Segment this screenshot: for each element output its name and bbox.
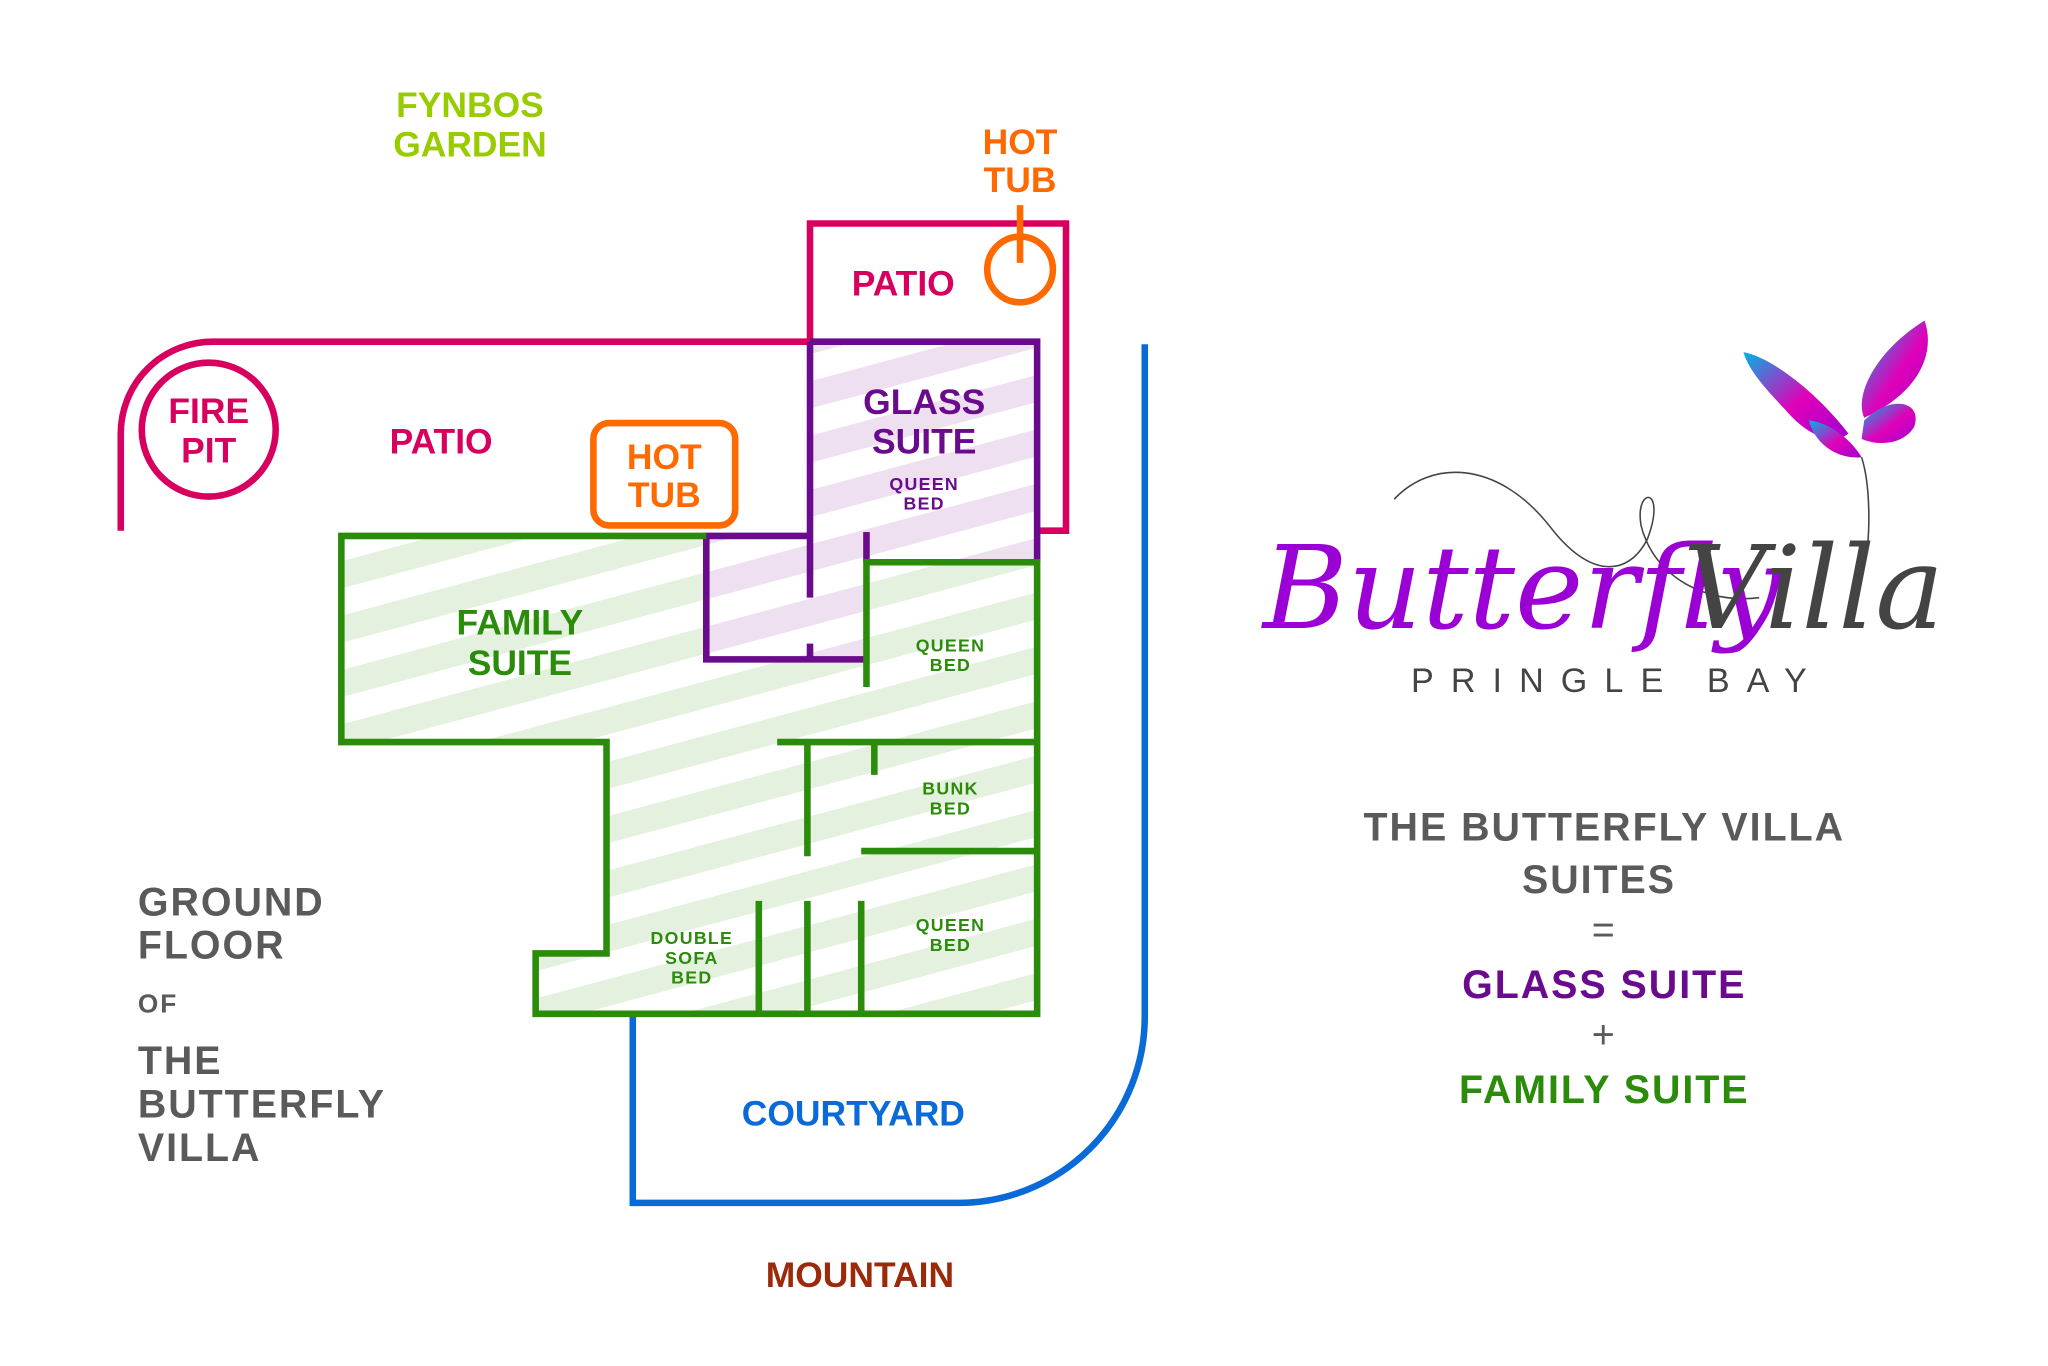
logo-word-butterfly: Butterfly	[1261, 522, 1783, 656]
butterfly-icon	[1743, 320, 1928, 566]
sofa-bed-line-3: BED	[671, 968, 712, 988]
fynbos-line-1: FYNBOS	[396, 85, 544, 125]
logo-swirl	[1393, 471, 1760, 600]
courtyard-label: COURTYARD	[742, 1093, 965, 1133]
queen-bed-1-line-1: QUEEN	[916, 635, 986, 655]
fire-pit-line-1: FIRE	[168, 391, 249, 431]
fire-pit-circle	[138, 359, 279, 500]
glass-suite-line-2: SUITE	[872, 421, 976, 461]
bunk-bed-line-2: BED	[930, 798, 971, 818]
summary-line-1: THE BUTTERFLY VILLA	[1364, 806, 1846, 850]
logo-word-villa: Villa	[1683, 522, 1944, 656]
hot-tub-box-line-2: TUB	[628, 475, 701, 515]
floor-title: GROUND FLOOR OF THE BUTTERFLY VILLA	[138, 880, 386, 1170]
family-suite-line-1: FAMILY	[457, 602, 584, 642]
logo-subtitle: PRINGLE BAY	[1411, 662, 1824, 700]
summary-family-suite: FAMILY SUITE	[1459, 1068, 1750, 1112]
patio-left-label: PATIO	[390, 421, 493, 461]
hot-tub-top-line-2: TUB	[984, 160, 1057, 200]
courtyard-outline	[629, 344, 1149, 1207]
mountain-label: MOUNTAIN	[766, 1255, 954, 1295]
hot-tub-top-label: HOT TUB	[983, 122, 1058, 200]
floor-title-line-3: OF	[138, 989, 178, 1019]
hot-tub-box-line-1: HOT	[627, 437, 702, 477]
family-suite-walls	[338, 532, 1041, 1018]
fire-pit-line-2: PIT	[181, 430, 236, 470]
patio-outline	[117, 220, 1070, 534]
hot-tub-box	[590, 419, 739, 529]
queen-bed-1-line-2: BED	[930, 655, 971, 675]
queen-bed-2-line-2: BED	[930, 935, 971, 955]
glass-suite-area	[706, 341, 1038, 660]
floor-title-line-6: VILLA	[138, 1126, 262, 1170]
family-suite-area	[341, 535, 1038, 1014]
sofa-bed-line-1: DOUBLE	[651, 928, 734, 948]
summary-line-2: SUITES	[1522, 858, 1676, 902]
glass-queen-bed-line-1: QUEEN	[889, 474, 959, 494]
floor-title-line-4: THE	[138, 1039, 223, 1083]
glass-suite-walls	[703, 338, 1041, 663]
glass-suite-line-1: GLASS	[863, 382, 985, 422]
summary-plus: +	[1592, 1013, 1617, 1057]
floor-title-line-5: BUTTERFLY	[138, 1083, 386, 1127]
summary-glass-suite: GLASS SUITE	[1462, 963, 1746, 1007]
family-suite-line-2: SUITE	[468, 643, 572, 683]
hot-tub-top-line-1: HOT	[983, 122, 1058, 162]
floor-title-line-1: GROUND	[138, 880, 325, 924]
floor-title-line-2: FLOOR	[138, 924, 286, 968]
glass-queen-bed-line-2: BED	[904, 494, 945, 514]
patio-top-label: PATIO	[852, 264, 955, 304]
sofa-bed-line-2: SOFA	[665, 948, 718, 968]
fynbos-line-2: GARDEN	[393, 125, 547, 165]
queen-bed-2-line-1: QUEEN	[916, 915, 986, 935]
suites-summary: THE BUTTERFLY VILLA SUITES = GLASS SUITE…	[1364, 806, 1846, 1113]
butterfly-villa-logo: Butterfly Villa PRINGLE BAY	[1261, 320, 1944, 700]
bunk-bed-line-1: BUNK	[922, 779, 978, 799]
summary-equals: =	[1592, 908, 1617, 952]
fynbos-garden-label: FYNBOS GARDEN	[393, 85, 547, 164]
